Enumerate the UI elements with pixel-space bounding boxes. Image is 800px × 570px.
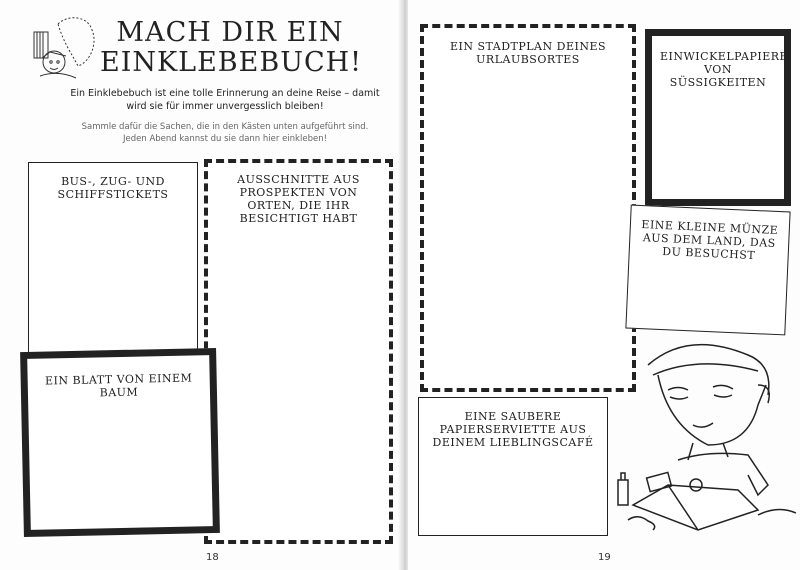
box-label: EINWICKELPAPIERE VON SÜSSIGKEITEN (660, 50, 789, 89)
box-label: EIN BLATT VON EINEM BAUM (44, 371, 193, 400)
character-illustration (33, 17, 95, 79)
intro-text: Ein Einklebebuch ist eine tolle Erinneru… (70, 88, 380, 112)
box-label: EIN STADTPLAN DEINES URLAUBSORTES (449, 40, 607, 66)
box-coin: EINE KLEINE MÜNZE AUS DEM LAND, DAS DU B… (625, 204, 791, 336)
boy-illustration (617, 343, 797, 531)
box-leaf: EIN BLATT VON EINEM BAUM (20, 347, 220, 538)
box-candy-wrappers: EINWICKELPAPIERE VON SÜSSIGKEITEN (645, 29, 791, 206)
page-number: 18 (206, 552, 219, 563)
box-tickets: BUS-, ZUG- UND SCHIFFSTICKETS (28, 162, 198, 353)
box-brochure-cutouts: AUSSCHNITTE AUS PROSPEKTEN VON ORTEN, DI… (204, 159, 393, 544)
box-label: EINE SAUBERE PAPIERSERVIETTE AUS DEINEM … (432, 410, 594, 449)
right-page: EIN STADTPLAN DEINES URLAUBSORTES EINWIC… (408, 0, 800, 570)
page-number: 19 (598, 552, 611, 563)
page-title: MACH DIR EIN EINKLEBEBUCH! (100, 17, 363, 78)
left-page: MACH DIR EIN EINKLEBEBUCH! Ein Einklebeb… (20, 17, 393, 563)
box-label: EINE KLEINE MÜNZE AUS DEM LAND, DAS DU B… (641, 218, 779, 263)
box-label: BUS-, ZUG- UND SCHIFFSTICKETS (57, 175, 169, 201)
instruction-text: Sammle dafür die Sachen, die in den Käst… (81, 122, 369, 144)
box-label: AUSSCHNITTE AUS PROSPEKTEN VON ORTEN, DI… (237, 173, 360, 225)
box-napkin: EINE SAUBERE PAPIERSERVIETTE AUS DEINEM … (418, 397, 608, 536)
box-city-map: EIN STADTPLAN DEINES URLAUBSORTES (420, 24, 636, 392)
